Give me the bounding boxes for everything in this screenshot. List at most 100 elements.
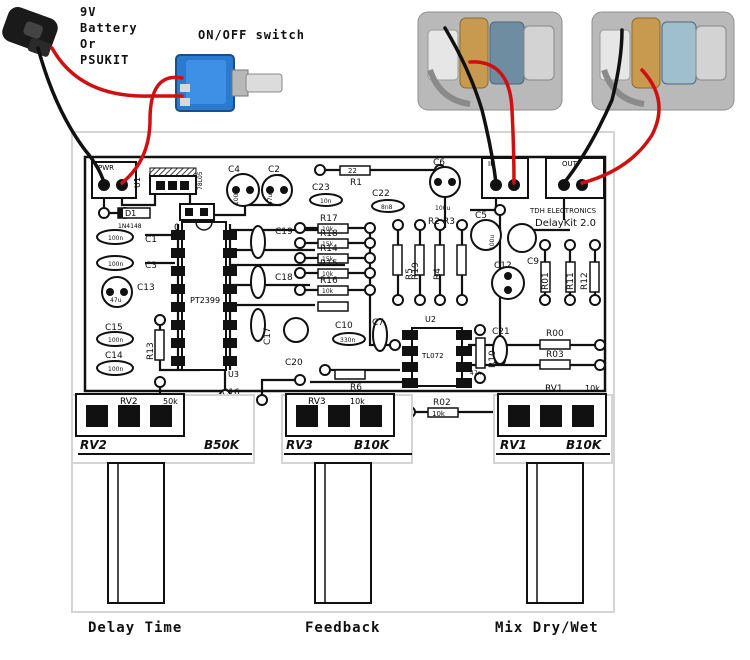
- power-label-line2: Battery: [80, 21, 138, 35]
- svg-text:RV1: RV1: [545, 384, 563, 394]
- power-label-line1: 9V: [80, 5, 97, 19]
- ic-u3: PT2399 U3: [171, 221, 239, 379]
- rv2-label: RV2: [80, 438, 107, 452]
- svg-text:100n: 100n: [108, 366, 123, 373]
- wires: [36, 26, 661, 185]
- svg-text:47u: 47u: [110, 297, 122, 304]
- svg-text:U2: U2: [425, 315, 436, 324]
- svg-text:C21: C21: [492, 327, 510, 337]
- wire-in-black: [443, 26, 498, 185]
- svg-text:15k: 15k: [322, 256, 334, 263]
- svg-text:D1: D1: [125, 209, 136, 218]
- rv2-taper: B50K: [204, 438, 240, 452]
- svg-text:C4: C4: [228, 165, 240, 175]
- svg-text:C9: C9: [527, 257, 539, 267]
- feedback-label: Feedback: [305, 620, 381, 636]
- svg-text:R03: R03: [546, 350, 564, 360]
- power-label-line4: PSUKIT: [80, 53, 130, 67]
- svg-text:R10: R10: [488, 350, 498, 368]
- wire-in-red: [468, 60, 516, 185]
- svg-text:R2: R2: [428, 217, 440, 227]
- svg-text:10k: 10k: [322, 288, 334, 295]
- svg-text:10k: 10k: [432, 410, 446, 418]
- svg-text:47u: 47u: [267, 193, 274, 205]
- svg-text:R02: R02: [433, 398, 451, 408]
- svg-text:R1: R1: [350, 178, 362, 188]
- svg-text:PT2399: PT2399: [190, 296, 220, 305]
- svg-text:R15: R15: [320, 259, 338, 269]
- cap-pads: [106, 178, 512, 296]
- power-label: 9V Battery Or PSUKIT: [80, 4, 138, 68]
- svg-text:100u: 100u: [489, 235, 496, 250]
- svg-text:10k: 10k: [322, 226, 334, 233]
- in-header: IN: [481, 157, 529, 199]
- svg-text:RV2: RV2: [120, 397, 138, 407]
- svg-text:50k: 50k: [163, 397, 178, 406]
- svg-text:C20: C20: [285, 358, 303, 368]
- battery-clip: [2, 7, 58, 57]
- toggle-switch: [175, 54, 283, 112]
- svg-text:R14: R14: [320, 244, 338, 254]
- svg-text:C6: C6: [433, 158, 445, 168]
- svg-text:1N4148: 1N4148: [118, 223, 142, 230]
- rv1-taper: B10K: [566, 438, 602, 452]
- svg-text:OUT: OUT: [562, 160, 578, 168]
- power-label-line3: Or: [80, 37, 97, 51]
- svg-text:C7: C7: [372, 318, 384, 328]
- electrolytic-caps: [101, 166, 537, 343]
- svg-text:R12: R12: [580, 272, 590, 290]
- svg-text:C13: C13: [137, 283, 155, 293]
- rv3-label: RV3: [286, 438, 313, 452]
- pot-rv2: RV2 50k: [71, 393, 255, 604]
- pot-rv1: RV1 10k: [493, 384, 613, 604]
- svg-text:R16: R16: [320, 276, 338, 286]
- svg-text:C19: C19: [275, 227, 293, 237]
- svg-text:R4: R4: [433, 268, 443, 280]
- svg-text:R11: R11: [566, 272, 576, 290]
- svg-text:C1: C1: [145, 235, 157, 245]
- svg-text:R5: R5: [405, 268, 415, 280]
- svg-text:C10: C10: [335, 321, 353, 331]
- svg-text:TDH ELECTRONICS: TDH ELECTRONICS: [529, 207, 597, 215]
- svg-text:8n8: 8n8: [381, 204, 393, 211]
- pot-rv3: RV3 10k: [281, 393, 413, 604]
- ic-u2: TL072 U2: [402, 315, 472, 388]
- wire-out-black: [562, 28, 624, 185]
- svg-text:100u: 100u: [233, 190, 240, 205]
- svg-text:C18: C18: [275, 273, 293, 283]
- svg-text:C16: C16: [222, 388, 240, 398]
- mix-dry-wet-label: Mix Dry/Wet: [495, 620, 599, 636]
- svg-text:0: 0: [174, 223, 180, 233]
- svg-text:C15: C15: [105, 323, 123, 333]
- wire-battery-black: [36, 46, 106, 185]
- svg-text:C12: C12: [494, 261, 512, 271]
- svg-text:10k: 10k: [350, 397, 365, 406]
- svg-text:10k: 10k: [585, 384, 600, 393]
- regulator-u1: U1 78L05: [133, 167, 204, 195]
- svg-text:C22: C22: [372, 189, 390, 199]
- svg-text:R17: R17: [320, 214, 338, 224]
- resistors: [154, 165, 600, 418]
- svg-text:100n: 100n: [108, 235, 123, 242]
- svg-text:330n: 330n: [340, 337, 355, 344]
- wire-out-red: [580, 68, 661, 185]
- svg-text:C5: C5: [475, 211, 487, 221]
- svg-text:78L05: 78L05: [197, 171, 204, 190]
- svg-text:DelayKit 2.0: DelayKit 2.0: [535, 218, 596, 229]
- svg-text:100n: 100n: [108, 261, 123, 268]
- svg-text:R13: R13: [146, 342, 156, 360]
- svg-text:PWR: PWR: [98, 164, 114, 172]
- rv3-taper: B10K: [354, 438, 390, 452]
- svg-text:C14: C14: [105, 351, 123, 361]
- svg-text:10n: 10n: [320, 198, 332, 205]
- svg-text:U3: U3: [228, 370, 239, 379]
- svg-text:100u: 100u: [435, 205, 450, 212]
- svg-text:C23: C23: [312, 183, 330, 193]
- svg-text:C3: C3: [145, 261, 157, 271]
- rv1-label: RV1: [500, 438, 527, 452]
- svg-text:U1: U1: [133, 177, 142, 188]
- switch-label: ON/OFF switch: [198, 28, 305, 42]
- svg-text:TL072: TL072: [421, 352, 444, 360]
